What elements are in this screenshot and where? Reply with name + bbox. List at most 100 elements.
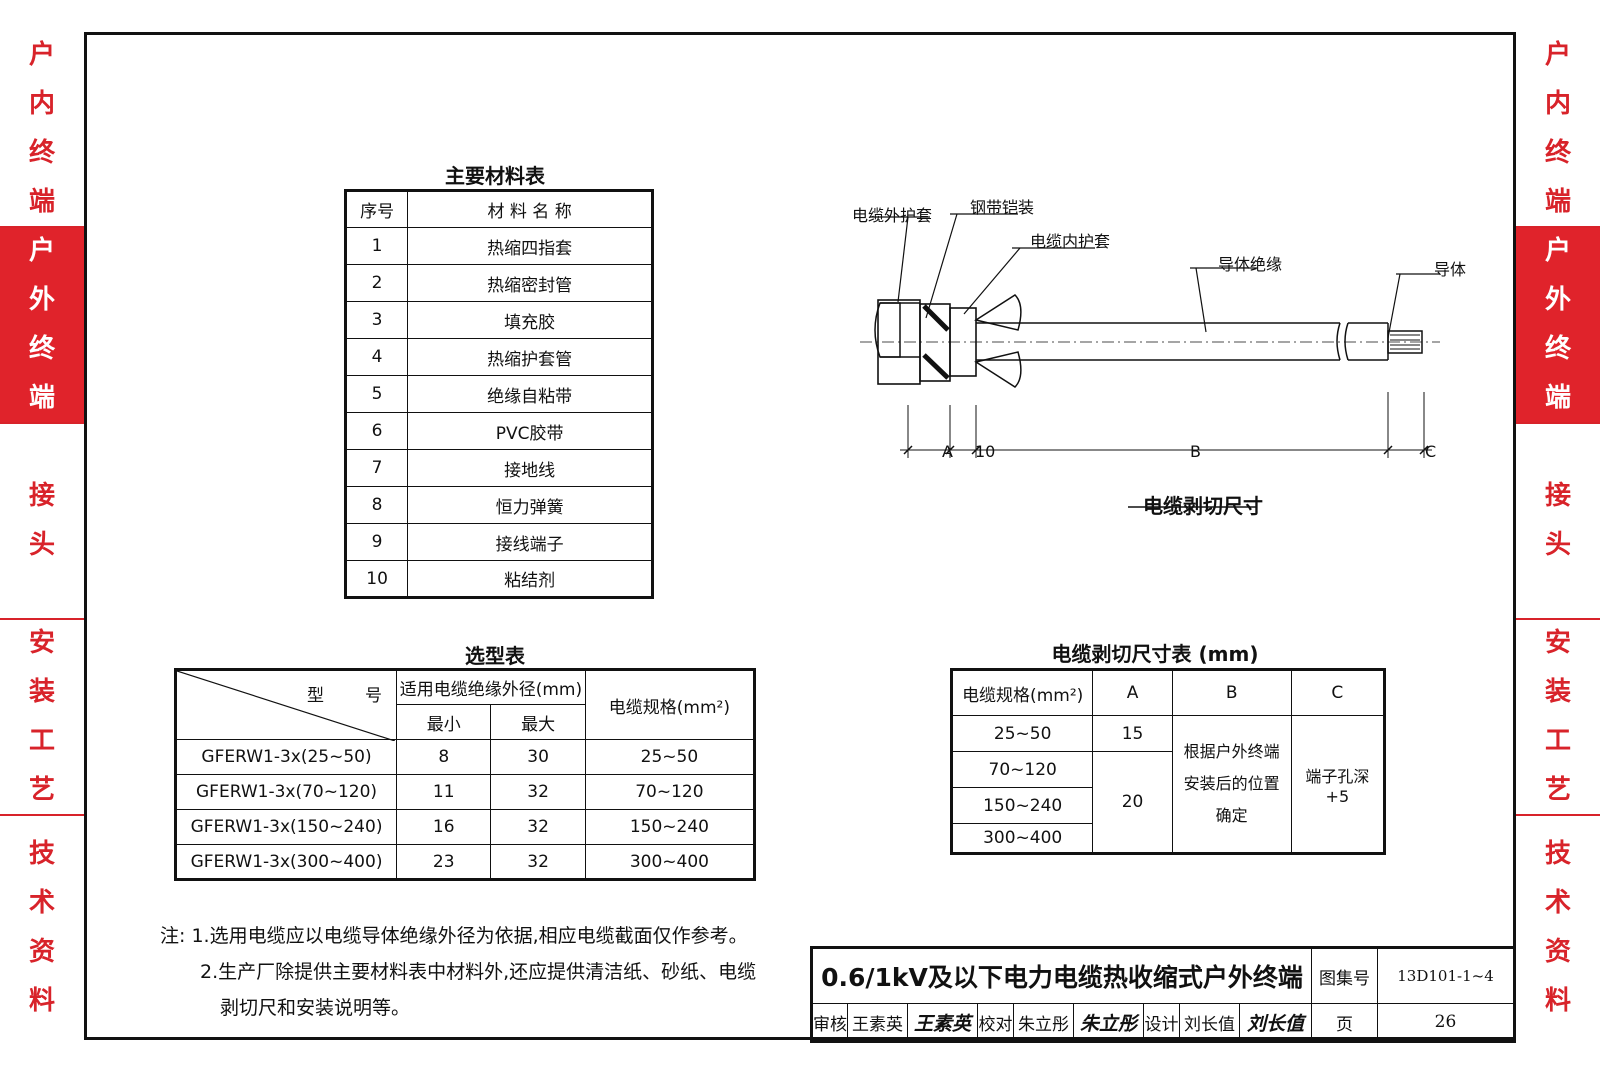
strip-table-caption: 电缆剥切尺寸表 (mm) <box>1051 642 1259 666</box>
core-fan-out <box>974 294 1022 331</box>
leader-insulation <box>1195 267 1207 333</box>
table-cell: GFERW1-3x(70~120) <box>174 774 398 810</box>
side-tab-label: 技术资料 <box>1544 839 1571 1016</box>
dim-tick <box>903 445 913 455</box>
label-inner-sheath: 电缆内护套 <box>1030 232 1111 251</box>
leader-conductor <box>1387 273 1401 339</box>
header-model-b: 号 <box>365 686 382 706</box>
dim-tick <box>971 445 981 455</box>
design-name: 刘长值 <box>1179 1003 1240 1042</box>
table-cell: 16 <box>396 809 492 845</box>
table-cell: 23 <box>396 844 492 880</box>
selection-table-caption: 选型表 <box>465 644 525 668</box>
table-cell: 6 <box>344 412 409 450</box>
table-header-cell: C <box>1290 669 1386 716</box>
table-cell: 15 <box>1092 715 1173 752</box>
table-cell: 30 <box>490 739 586 775</box>
selection-table: 型 号 适用电缆绝缘外径(mm) 电缆规格(mm²) 最小 最大 GFERW1-… <box>174 668 756 881</box>
table-header-cell: 最小 <box>396 704 492 740</box>
table-cell: 25~50 <box>584 739 756 775</box>
title-block-row: 审核 王素英 王素英 校对 朱立彤 朱立彤 设计 刘长值 刘长值 页 26 <box>811 1003 1515 1042</box>
table-cell: 接线端子 <box>407 523 653 561</box>
side-tab-label: 接头 <box>28 481 55 560</box>
diagonal-divider <box>177 671 395 741</box>
left-side-tabs: 户内终端 户外终端 接头 安装工艺 技术资料 <box>0 32 84 1040</box>
table-cell: 填充胶 <box>407 301 653 339</box>
design-signature: 刘长值 <box>1239 1003 1312 1042</box>
title-block: 0.6/1kV及以下电力电缆热收缩式户外终端 图集号 13D101-1~4 审核… <box>810 946 1516 1043</box>
table-cell: 20 <box>1092 751 1173 854</box>
table-cell: 粘结剂 <box>407 560 653 598</box>
table-cell: GFERW1-3x(300~400) <box>174 844 398 880</box>
table-header-cell: 电缆规格(mm²) <box>950 669 1094 716</box>
dim-label-10: 10 <box>975 442 996 461</box>
table-header-cell: A <box>1092 669 1173 716</box>
side-tab-tech-data-left[interactable]: 技术资料 <box>0 816 84 1040</box>
side-tab-joint-left[interactable]: 接头 <box>0 424 84 620</box>
table-cell: 10 <box>344 560 409 598</box>
table-cell: PVC胶带 <box>407 412 653 450</box>
check-signature: 朱立彤 <box>1073 1003 1144 1042</box>
table-cell: 8 <box>344 486 409 524</box>
table-cell: 32 <box>490 844 586 880</box>
armor-stripe <box>922 353 950 380</box>
armor-stripe <box>922 304 950 332</box>
side-tab-indoor-terminal-left[interactable]: 户内终端 <box>0 32 84 228</box>
drawing-frame <box>84 32 1516 1040</box>
table-cell: 300~400 <box>584 844 756 880</box>
label-conductor-insulation: 导体绝缘 <box>1218 255 1283 274</box>
table-cell: 4 <box>344 338 409 376</box>
break-mark <box>1344 322 1349 361</box>
table-cell: 绝缘自粘带 <box>407 375 653 413</box>
table-header-row: 最小 最大 <box>176 704 755 740</box>
table-header-row: 序号 材 料 名 称 <box>344 190 653 228</box>
table-cell: 9 <box>344 523 409 561</box>
side-tab-tech-data-right[interactable]: 技术资料 <box>1516 816 1600 1040</box>
side-tab-outdoor-terminal-left[interactable]: 户外终端 <box>0 228 84 424</box>
side-tab-installation-left[interactable]: 安装工艺 <box>0 620 84 816</box>
leader-outer-sheath <box>897 216 909 303</box>
review-signature: 王素英 <box>907 1003 978 1042</box>
strip-table: 电缆规格(mm²) A B C 25~50 15 根据户外终端安装后的位置确定 … <box>950 668 1386 855</box>
table-cell-c: 端子孔深+5 <box>1290 715 1386 854</box>
side-tab-label: 接头 <box>1544 481 1571 560</box>
table-header-cell: 电缆规格(mm²) <box>584 669 756 740</box>
table-cell: 11 <box>396 774 492 810</box>
table-cell-b: 根据户外终端安装后的位置确定 <box>1171 715 1292 854</box>
label-steel-armor: 钢带铠装 <box>970 198 1035 217</box>
side-tab-installation-right[interactable]: 安装工艺 <box>1516 620 1600 816</box>
table-cell: 300~400 <box>950 823 1094 854</box>
table-cell: 热缩密封管 <box>407 264 653 302</box>
diagram-caption: 电缆剥切尺寸 <box>1143 494 1263 518</box>
dim-label-a: A <box>942 442 953 461</box>
dim-tick <box>1419 445 1429 455</box>
side-tab-label: 安装工艺 <box>1544 628 1571 805</box>
break-mark <box>1336 322 1341 361</box>
table-cell: 热缩护套管 <box>407 338 653 376</box>
table-cell: GFERW1-3x(25~50) <box>174 739 398 775</box>
core-fan-out <box>974 351 1022 388</box>
table-header-row: 电缆规格(mm²) A B C <box>950 669 1386 716</box>
table-header-row: 型 号 适用电缆绝缘外径(mm) 电缆规格(mm²) <box>174 669 756 741</box>
table-cell: 32 <box>490 774 586 810</box>
table-cell: 恒力弹簧 <box>407 486 653 524</box>
table-cell: 热缩四指套 <box>407 227 653 265</box>
atlas-number: 13D101-1~4 <box>1377 947 1515 1004</box>
dim-tick <box>945 445 955 455</box>
table-header-cell: 序号 <box>344 190 409 228</box>
table-cell: 70~120 <box>950 751 1094 788</box>
side-tab-outdoor-terminal-right[interactable]: 户外终端 <box>1516 228 1600 424</box>
side-tab-joint-right[interactable]: 接头 <box>1516 424 1600 620</box>
cable-stripping-diagram <box>860 213 1440 508</box>
table-cell: 32 <box>490 809 586 845</box>
side-tab-indoor-terminal-right[interactable]: 户内终端 <box>1516 32 1600 228</box>
